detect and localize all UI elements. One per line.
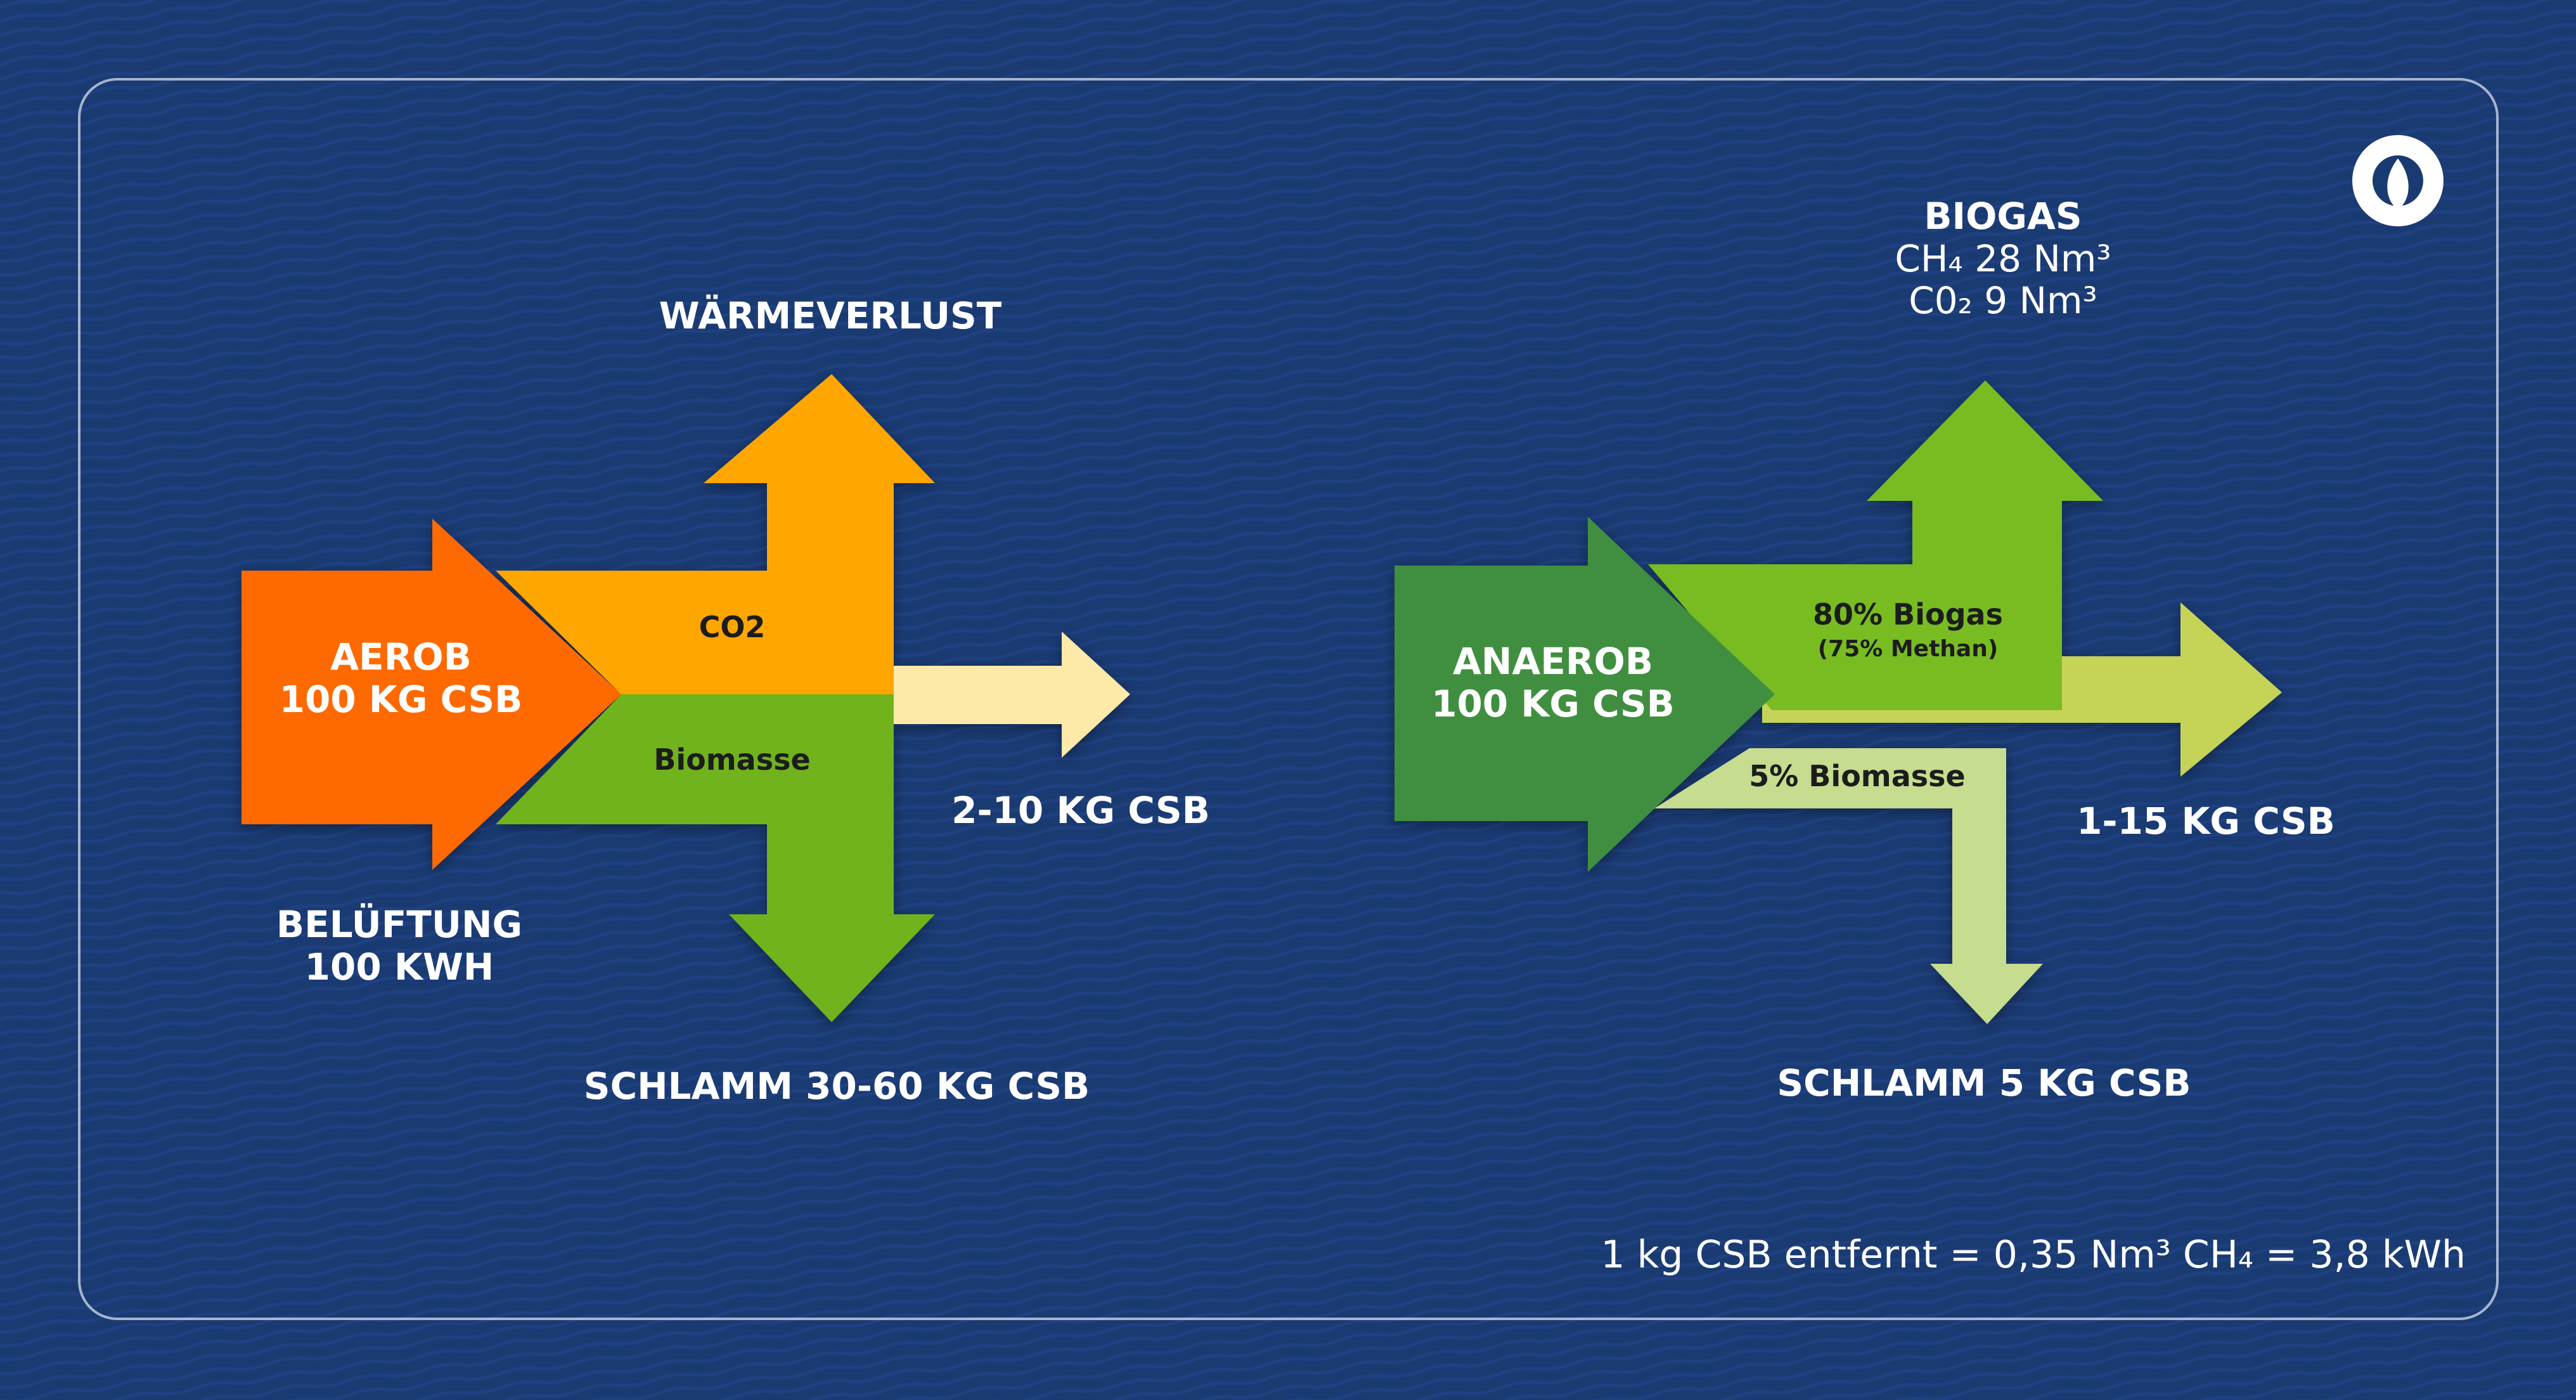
biogas-title: BIOGAS (1924, 195, 2082, 238)
residual-arrow-aerob (894, 632, 1130, 758)
aeration-label: BELÜFTUNG 100 KWH (238, 904, 561, 988)
anaerob-title: ANAEROB (1452, 640, 1654, 683)
aeration-energy: 100 KWH (304, 945, 494, 988)
aeration-title: BELÜFTUNG (276, 903, 523, 946)
aerob-input-arrow (242, 519, 621, 870)
aerob-title: AEROB (330, 635, 472, 678)
methane-share-label: (75% Methan) (1817, 636, 1999, 662)
aerob-label: AEROB 100 KG CSB (279, 636, 523, 720)
content-frame (78, 78, 2499, 1320)
anaerob-amount: 100 KG CSB (1431, 682, 1675, 725)
biomass-sludge-arrow-anaerob (1654, 748, 2043, 1024)
sludge-label-anaerob: SCHLAMM 5 KG CSB (1777, 1061, 2191, 1105)
residual-label-aerob: 2-10 KG CSB (951, 789, 1210, 832)
co2-heat-loss-arrow (496, 374, 935, 694)
biogas-arrow (1648, 380, 2103, 710)
conversion-footnote: 1 kg CSB entfernt = 0,35 Nm³ CH₄ = 3,8 k… (1600, 1233, 2466, 1277)
water-drop-logo-icon (2352, 135, 2444, 226)
co2-label: CO2 (699, 610, 766, 644)
biomass-sludge-arrow (496, 694, 935, 1022)
biogas-share-label: 80% Biogas (1813, 597, 2003, 632)
residual-label-anaerob: 1-15 KG CSB (2077, 800, 2335, 843)
biomass-label: Biomasse (654, 742, 811, 777)
anaerob-label: ANAEROB 100 KG CSB (1414, 640, 1692, 725)
sludge-label-aerob: SCHLAMM 30-60 KG CSB (583, 1065, 1090, 1108)
biomass-share-label: 5% Biomasse (1749, 759, 1966, 793)
biogas-label: BIOGAS CH₄ 28 Nm³ C0₂ 9 Nm³ (1806, 195, 2199, 322)
biogas-co2: C0₂ 9 Nm³ (1909, 279, 2097, 323)
biogas-ch4: CH₄ 28 Nm³ (1895, 237, 2111, 280)
anaerob-input-arrow (1394, 517, 1775, 872)
heat-loss-label: WÄRMEVERLUST (659, 294, 1002, 337)
aerob-amount: 100 KG CSB (279, 677, 523, 721)
